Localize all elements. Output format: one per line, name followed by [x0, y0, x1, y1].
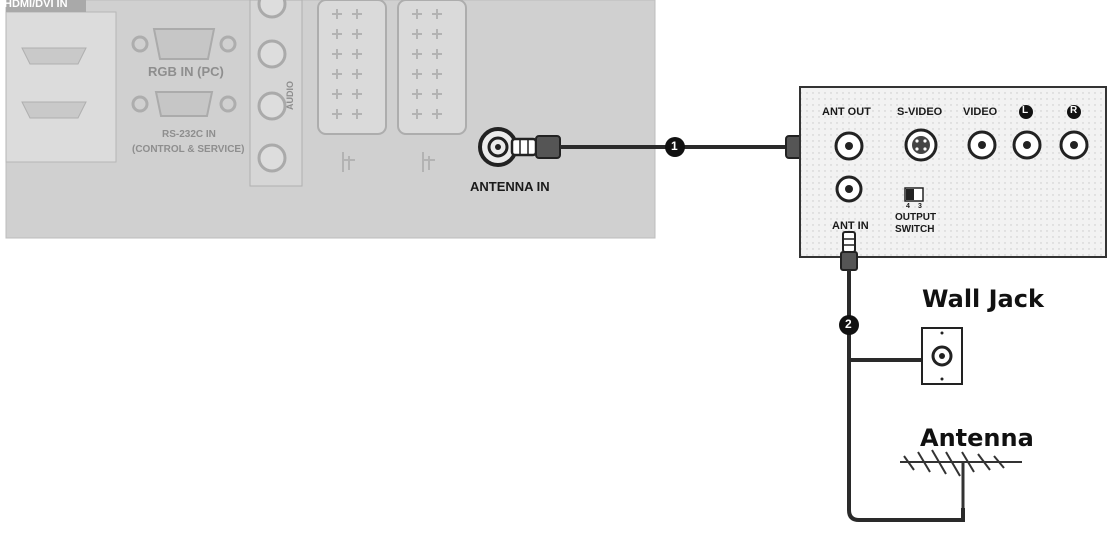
video-label: VIDEO: [963, 106, 998, 118]
step-1-number: 1: [671, 139, 678, 153]
vcr-back-panel: [799, 86, 1107, 258]
ant-in-label: ANT IN: [832, 220, 869, 232]
s-video-label: S-VIDEO: [897, 106, 943, 118]
s-video-jack: [904, 128, 938, 162]
antenna-in-label: ANTENNA IN: [470, 179, 550, 194]
ant-in-jack: [835, 175, 863, 203]
rgb-in-port: [131, 28, 237, 60]
hdmi-section: [5, 0, 117, 163]
switch-pos-b: 3: [918, 203, 922, 210]
wall-jack-icon: [921, 327, 963, 385]
audio-label: AUDIO: [285, 81, 295, 110]
wall-jack-label: Wall Jack: [922, 285, 1044, 313]
antenna-label: Antenna: [920, 424, 1034, 452]
step-2-number: 2: [845, 317, 852, 331]
audio-l-jack: [1012, 130, 1042, 160]
tv-back-panel: [5, 0, 656, 239]
ant-out-jack: [834, 131, 864, 161]
antenna-icon: [900, 449, 1022, 508]
audio-l-label: L: [1022, 105, 1029, 116]
step-badge-icon: [839, 315, 859, 335]
rs232-label-line1: RS-232C IN: [162, 129, 216, 140]
scart-port-2: [397, 0, 467, 172]
rgb-in-label: RGB IN (PC): [148, 64, 224, 79]
output-switch: [904, 187, 924, 202]
hdmi-dvi-in-label: HDMI/DVI IN: [4, 0, 68, 10]
audio-r-jack: [1059, 130, 1089, 160]
switch-pos-a: 4: [906, 203, 910, 210]
output-switch-label-line2: SWITCH: [895, 224, 935, 235]
scart-port-1: [317, 0, 387, 172]
rs232-port: [131, 91, 237, 117]
antenna-in-jack: [478, 127, 518, 167]
audio-jack-column: [249, 0, 303, 187]
rs232-label-line2: (CONTROL & SERVICE): [132, 144, 245, 155]
step-badge-icon: [665, 137, 685, 157]
video-jack: [967, 130, 997, 160]
ant-out-label: ANT OUT: [822, 106, 871, 118]
cable-2: [840, 231, 965, 522]
output-switch-label-line1: OUTPUT: [895, 212, 937, 223]
audio-r-label: R: [1070, 105, 1078, 116]
